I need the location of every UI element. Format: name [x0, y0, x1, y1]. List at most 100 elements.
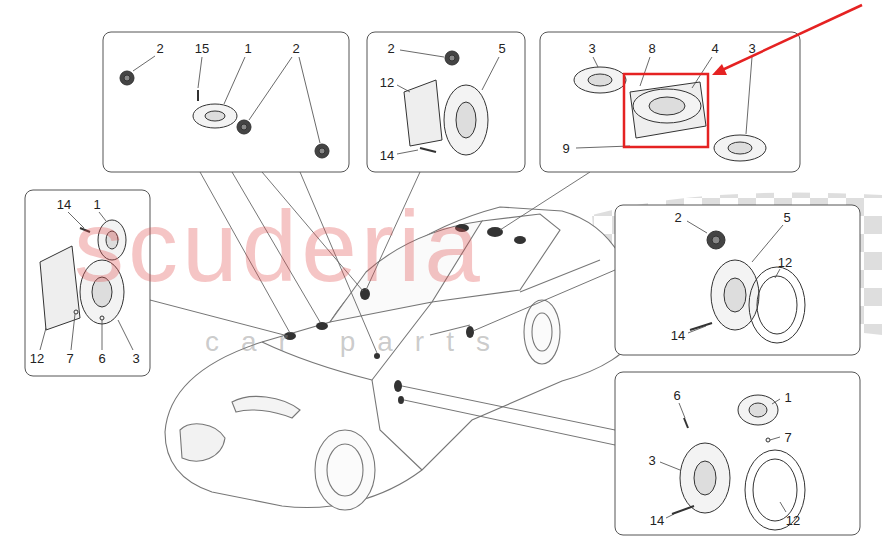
speaker-part	[404, 80, 442, 146]
callout-leader-line	[198, 57, 202, 88]
callout-leader-line	[593, 57, 598, 67]
highlight-marker	[624, 74, 708, 147]
speaker-part	[684, 418, 688, 428]
callout-number: 15	[194, 41, 210, 56]
speaker-part	[241, 124, 247, 130]
speaker-part	[237, 120, 251, 134]
speaker-part	[315, 144, 329, 158]
car-speaker-marker	[514, 236, 526, 244]
speaker-part	[712, 236, 720, 244]
speaker-part	[728, 142, 752, 154]
callout-number: 1	[783, 390, 792, 405]
car-speaker-marker	[487, 227, 503, 237]
callout-leader-line	[687, 221, 707, 233]
callout-number: 3	[747, 41, 756, 56]
highlight-marker	[712, 64, 727, 75]
callout-leader-line	[102, 320, 103, 350]
callout-leader-line	[660, 462, 680, 470]
callout-leader-line	[40, 328, 46, 350]
callout-number: 12	[785, 513, 801, 528]
callout-leader-line	[640, 57, 650, 86]
speaker-part	[672, 506, 694, 514]
panel-leader-line	[500, 172, 590, 230]
callout-number: 3	[131, 351, 140, 366]
speaker-part	[680, 443, 730, 513]
callout-number: 6	[672, 388, 681, 403]
watermark: scuderia	[74, 196, 484, 296]
speaker-part	[74, 310, 78, 314]
car-outline	[315, 430, 375, 510]
callout-leader-line	[133, 56, 155, 71]
speaker-part	[749, 267, 805, 343]
speaker-part	[694, 461, 716, 495]
callout-leader-line	[746, 57, 752, 134]
callout-number: 5	[782, 210, 791, 225]
callout-number: 2	[673, 210, 682, 225]
speaker-part	[649, 97, 685, 115]
speaker-part	[574, 67, 626, 93]
speaker-part	[707, 231, 725, 249]
speaker-part	[120, 71, 134, 85]
callout-number: 3	[587, 41, 596, 56]
panel-leader-line	[473, 270, 615, 331]
callout-leader-line	[772, 399, 780, 404]
speaker-part	[724, 278, 746, 312]
callout-number: 14	[649, 513, 665, 528]
detail-panel	[615, 372, 860, 535]
callout-leader-line	[688, 326, 706, 333]
callout-number: 2	[386, 41, 395, 56]
speaker-part	[420, 148, 436, 152]
callout-leader-line	[397, 150, 418, 154]
callout-number: 14	[379, 148, 395, 163]
callout-number: 3	[647, 453, 656, 468]
callout-leader-line	[666, 514, 674, 518]
speaker-part	[738, 395, 778, 425]
speaker-part	[40, 51, 805, 530]
detail-panel	[103, 32, 349, 172]
callout-number: 5	[497, 41, 506, 56]
speaker-part	[630, 82, 706, 138]
car-outline	[232, 396, 300, 418]
highlight-marker	[720, 5, 862, 71]
speaker-part	[193, 104, 237, 128]
car-outline	[524, 300, 560, 364]
callout-leader-line	[118, 320, 133, 350]
detail-panel	[367, 32, 525, 172]
callout-number: 4	[710, 41, 719, 56]
speaker-part	[444, 85, 488, 155]
car-outline	[180, 424, 225, 461]
callout-number: 8	[647, 41, 656, 56]
detail-panel	[615, 205, 860, 355]
car-outline	[520, 260, 600, 292]
car-outline	[532, 313, 552, 351]
callout-leader-line	[679, 403, 685, 418]
callout-leader-line	[775, 269, 780, 278]
callout-number: 7	[65, 351, 74, 366]
callout-number: 14	[670, 328, 686, 343]
speaker-part	[745, 450, 805, 530]
speaker-part	[456, 102, 476, 138]
speaker-part	[588, 74, 612, 86]
callout-leader-line	[71, 314, 75, 350]
callout-leader-line	[249, 57, 292, 120]
speaker-part	[749, 403, 767, 417]
callout-leader-line	[576, 146, 630, 148]
callout-number: 2	[291, 41, 300, 56]
watermark: car parts	[205, 328, 512, 356]
speaker-part	[197, 90, 199, 101]
speaker-part	[711, 260, 759, 330]
detail-panel	[25, 32, 860, 535]
speaker-part	[449, 55, 455, 61]
highlight-marker	[624, 5, 862, 147]
callout-number: 1	[243, 41, 252, 56]
speaker-part	[319, 148, 325, 154]
speaker-part	[757, 276, 797, 334]
callout-leader-line	[299, 57, 320, 143]
car-outline	[372, 380, 422, 470]
callout-number: 2	[155, 41, 164, 56]
speaker-part	[690, 323, 712, 330]
callout-number: 12	[777, 255, 793, 270]
callout-leader-line	[400, 50, 444, 57]
callout-number: 14	[56, 197, 72, 212]
